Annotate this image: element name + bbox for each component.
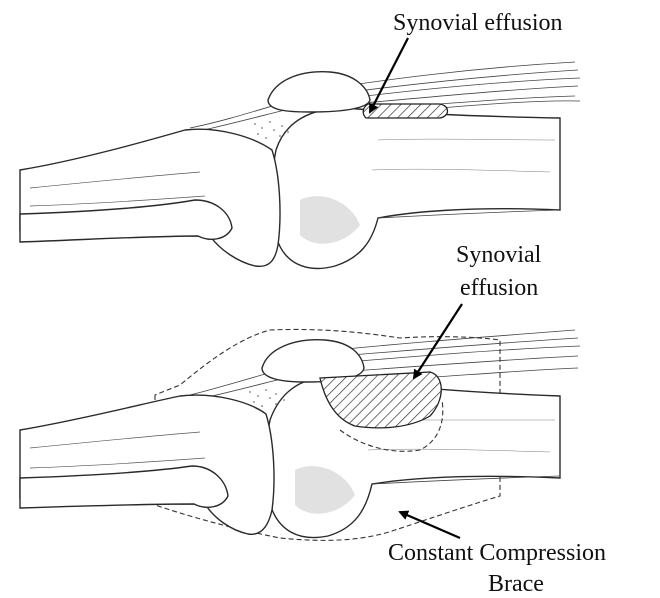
top-synovial-effusion (363, 104, 447, 118)
bottom-tibia (20, 395, 274, 534)
bottom-effusion-label-line1: Synovial (456, 242, 542, 268)
bottom-effusion-arrow (414, 304, 462, 378)
bottom-patella (262, 340, 364, 382)
top-patella (268, 72, 370, 112)
brace-label-line2: Brace (488, 571, 544, 597)
top-tibia (20, 129, 280, 266)
bottom-knee-illustration (20, 329, 580, 540)
bottom-effusion-label-line2: effusion (460, 275, 538, 301)
top-knee-illustration (20, 62, 580, 268)
top-effusion-label: Synovial effusion (393, 10, 563, 36)
brace-label-line1: Constant Compression (388, 540, 606, 566)
